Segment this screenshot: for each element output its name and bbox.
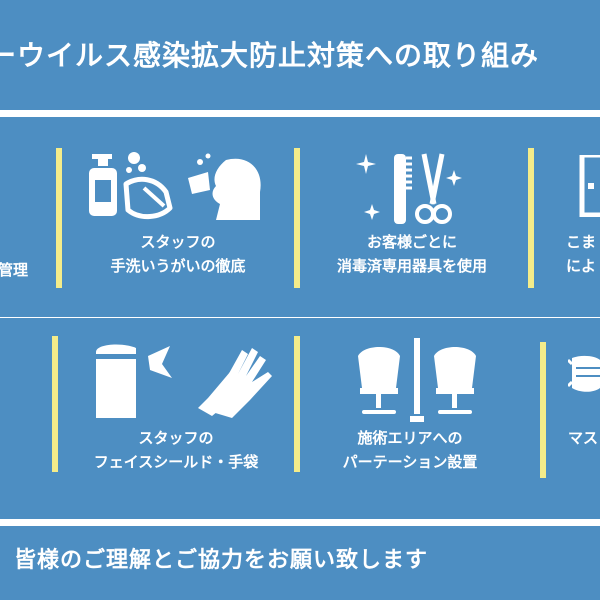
caption-line: 消毒済専用器具を使用 <box>336 257 488 275</box>
separator <box>540 342 546 478</box>
partial-icon <box>579 155 600 217</box>
caption-tools: お客様ごとに 消毒済専用器具を使用 <box>337 230 487 278</box>
separator <box>52 336 58 472</box>
caption-line: パーテーション設置 <box>342 453 478 471</box>
caption-line: 施術エリアへの <box>357 429 463 447</box>
comb-scissors-icon <box>356 153 462 224</box>
partial-caption-right: こま によ <box>566 230 596 278</box>
separator <box>56 148 62 288</box>
footer-message: 皆様のご理解とご協力をお願い致します <box>14 548 429 573</box>
caption-partition: 施術エリアへの パーテーション設置 <box>343 426 478 474</box>
partial-caption-left: 管理 <box>0 261 29 279</box>
caption-shield: スタッフの フェイスシールド・手袋 <box>94 426 259 474</box>
caption-line: スタッフの <box>138 429 214 447</box>
separator <box>294 148 300 288</box>
caption-handwash: スタッフの 手洗いうがいの徹底 <box>110 230 245 278</box>
caption-line: によ <box>566 257 597 275</box>
measures-row-2 <box>0 318 600 526</box>
caption-line: 手洗いうがいの徹底 <box>110 257 246 275</box>
caption-line: こま <box>566 233 597 251</box>
separator <box>294 336 300 472</box>
caption-line: フェイスシールド・手袋 <box>93 453 259 471</box>
caption-line: お客様ごとに <box>366 233 458 251</box>
mask-icon <box>568 355 600 392</box>
chairs-partition-icon <box>358 338 476 422</box>
page-title: ーウイルス感染拡大防止対策への取り組み <box>0 39 540 72</box>
separator <box>528 148 534 288</box>
face-shield-gloves-icon <box>96 344 272 418</box>
measures-row-1 <box>0 110 600 324</box>
partial-caption-mask: マス <box>568 429 599 447</box>
handwash-gargle-icon <box>89 152 261 220</box>
caption-line: スタッフの <box>140 233 216 251</box>
